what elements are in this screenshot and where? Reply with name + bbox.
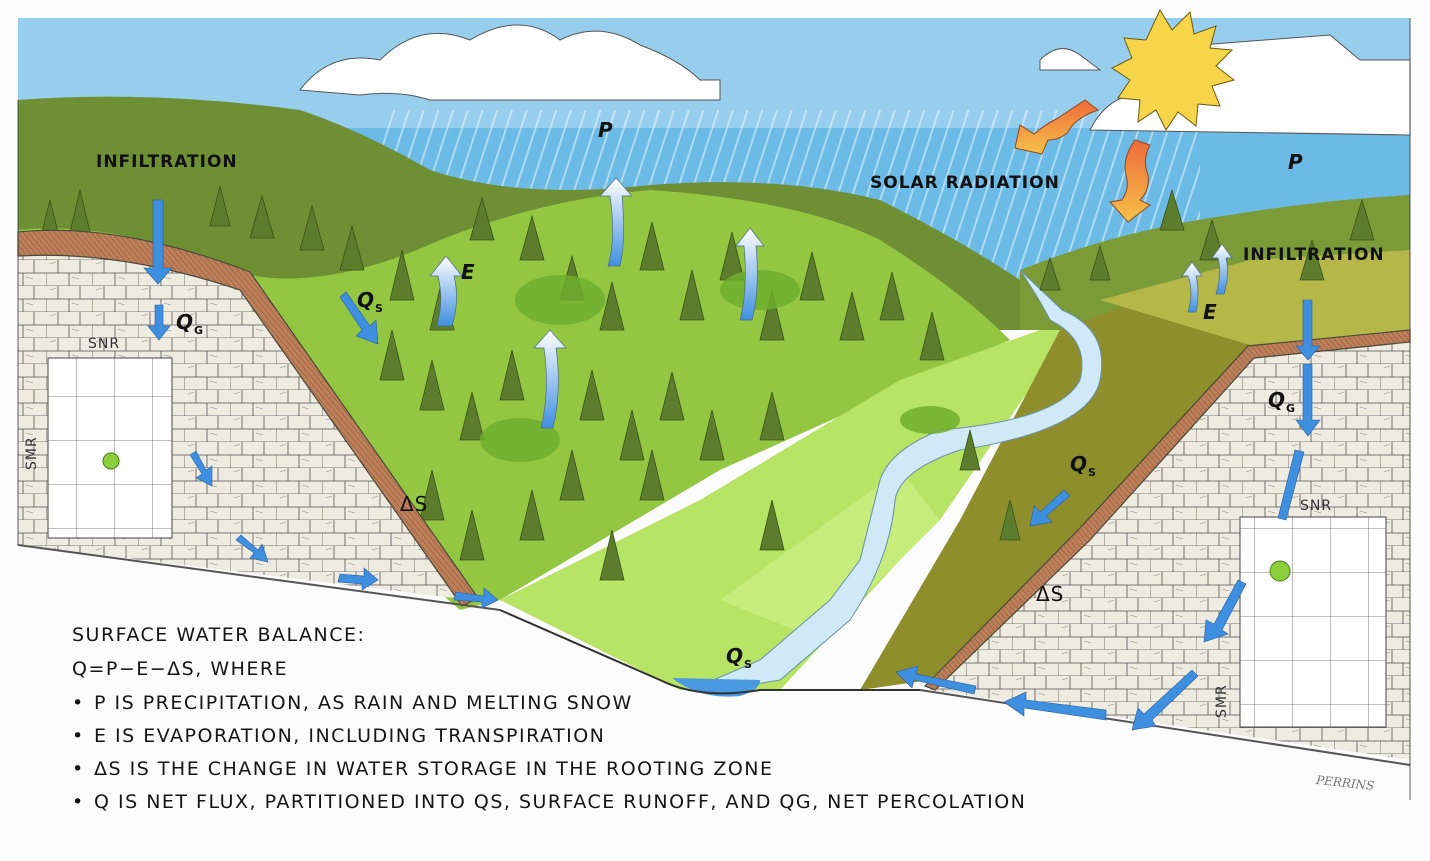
legend-item-net-flux: Q IS NET FLUX, PARTITIONED INTO QS, SURF… [72,791,1152,813]
storage-change-label-right: ΔS [1036,582,1065,606]
frame [17,18,1411,800]
evaporation-label-left: E [461,260,476,284]
snr-label-left: SNR [88,336,121,352]
surface-runoff-label-slope-right: QS [1070,452,1097,479]
shrubs [480,270,960,462]
sensor-dot-icon [1269,560,1291,582]
legend-item-storage-change: ΔS IS THE CHANGE IN WATER STORAGE IN THE… [72,758,1152,780]
conifer-trees [39,185,1375,581]
legend-item-evaporation: E IS EVAPORATION, INCLUDING TRANSPIRATIO… [72,725,1152,747]
smr-label-right: SMR [1214,684,1230,718]
infiltration-label-right: INFILTRATION [1243,245,1385,265]
surface-runoff-label-slope-left: QS [357,288,384,315]
percolation-label-left: QG [176,310,205,337]
legend-title: SURFACE WATER BALANCE: [72,624,366,646]
sensor-grid-left [47,357,173,539]
legend-equation: Q=P−E−ΔS, WHERE [72,658,289,680]
evaporation-label-right: E [1203,300,1218,324]
surface-runoff-label-stream: QS [726,644,753,671]
infiltration-label-left: INFILTRATION [96,152,238,172]
smr-label-left: SMR [24,436,40,470]
precipitation-label-left: P [598,118,614,142]
snr-label-right: SNR [1300,498,1333,514]
legend-item-precipitation: P IS PRECIPITATION, AS RAIN AND MELTING … [72,692,1152,714]
evaporation-arrows [429,177,1233,429]
water-balance-legend: SURFACE WATER BALANCE: Q=P−E−ΔS, WHERE P… [72,624,1152,824]
solar-radiation-label: SOLAR RADIATION [870,173,1060,193]
sun-icon [1111,8,1236,131]
legend-list: P IS PRECIPITATION, AS RAIN AND MELTING … [72,692,1152,813]
storage-change-label-left: ΔS [400,492,429,516]
sensor-dot-icon [102,452,120,470]
solar-radiation-arrows [1014,99,1151,223]
sensor-grid-right [1239,516,1387,728]
percolation-label-right: QG [1268,388,1297,415]
precipitation-label-right: P [1288,150,1304,174]
